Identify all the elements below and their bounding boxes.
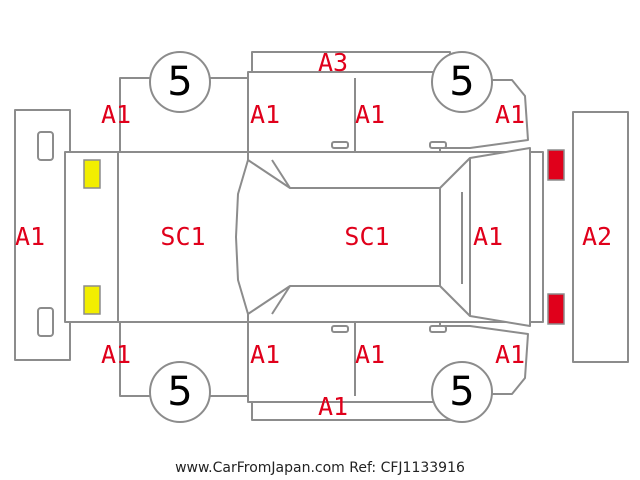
rear-lamp-bottom bbox=[547, 293, 565, 325]
label-top-bumper: A3 bbox=[318, 48, 348, 77]
wheel-rear-bottom bbox=[431, 361, 493, 423]
label-rear-fender-top: A1 bbox=[495, 100, 525, 129]
label-front-door-bottom: A1 bbox=[250, 340, 280, 369]
label-roof: SC1 bbox=[344, 222, 389, 251]
wheel-rear-bottom-value: 5 bbox=[449, 369, 474, 415]
body-top-view bbox=[64, 147, 544, 327]
rear-lamp-top bbox=[547, 149, 565, 181]
rear-bumper bbox=[572, 111, 629, 363]
label-rear-hatch: A1 bbox=[473, 222, 503, 251]
wheel-front-top bbox=[149, 51, 211, 113]
front-bumper bbox=[14, 109, 71, 361]
label-rear-fender-bottom: A1 bbox=[495, 340, 525, 369]
label-bottom-bumper: A1 bbox=[318, 392, 348, 421]
wheel-front-bottom bbox=[149, 361, 211, 423]
wheel-front-bottom-value: 5 bbox=[167, 369, 192, 415]
label-rear-door-bottom: A1 bbox=[355, 340, 385, 369]
label-rear-door-top: A1 bbox=[355, 100, 385, 129]
wheel-rear-top bbox=[431, 51, 493, 113]
wheel-rear-top-value: 5 bbox=[449, 59, 474, 105]
label-hood: SC1 bbox=[160, 222, 205, 251]
footer-reference: www.CarFromJapan.com Ref: CFJ1133916 bbox=[175, 460, 465, 476]
label-front-fender-top: A1 bbox=[101, 100, 131, 129]
label-front-fender-bottom: A1 bbox=[101, 340, 131, 369]
front-lamp-bottom bbox=[83, 285, 101, 315]
front-lamp-top bbox=[83, 159, 101, 189]
label-front-panel: A1 bbox=[15, 222, 45, 251]
wheel-front-top-value: 5 bbox=[167, 59, 192, 105]
label-front-door-top: A1 bbox=[250, 100, 280, 129]
label-rear-panel: A2 bbox=[582, 222, 612, 251]
